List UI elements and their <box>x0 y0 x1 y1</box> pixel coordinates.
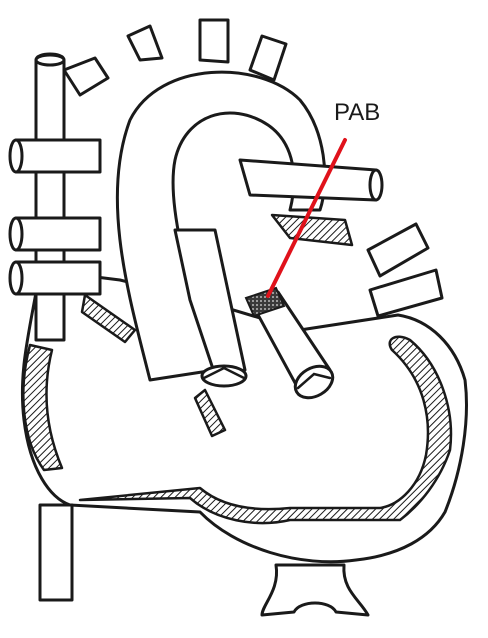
arch-branch-vessels <box>128 20 286 80</box>
upper-hatch-segment <box>272 215 352 245</box>
svc-opening <box>36 55 64 65</box>
left-upper-vessel <box>64 58 108 95</box>
superior-vena-cava <box>36 54 64 340</box>
descending-vessel <box>262 565 368 615</box>
pab-label: PAB <box>334 99 380 126</box>
pulmonary-artery-branch <box>240 160 376 200</box>
pulmonary-branch-end <box>370 170 382 200</box>
pulmonary-veins-right <box>368 224 442 316</box>
pulmonary-veins-left <box>10 140 100 294</box>
inferior-vena-cava <box>40 505 72 600</box>
